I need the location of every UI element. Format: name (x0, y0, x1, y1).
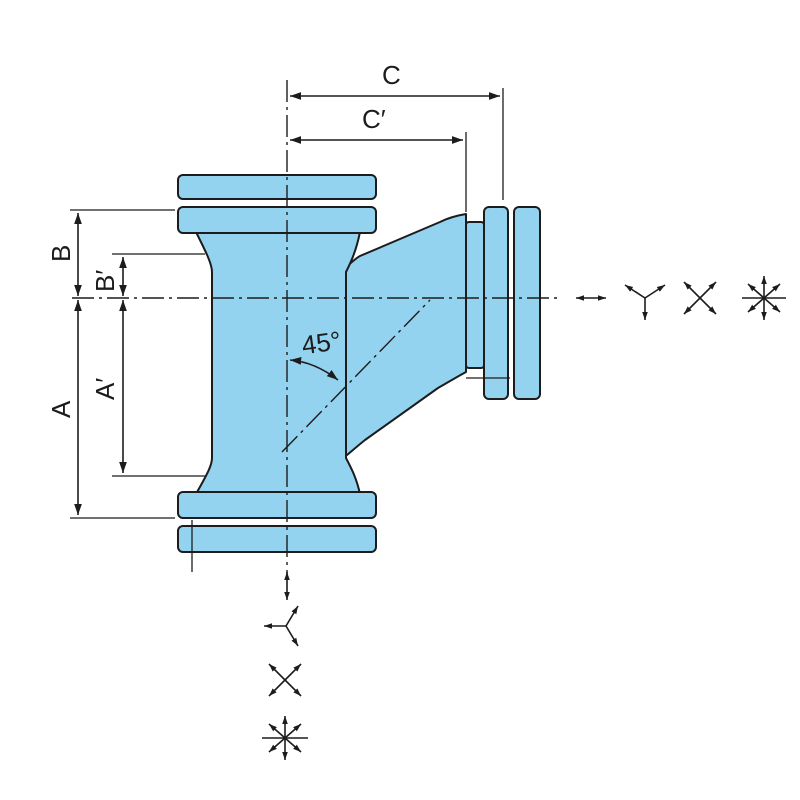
six-way-arrows-icon (262, 716, 308, 760)
top-flange-outer (177, 174, 377, 200)
label-c-prime: C′ (362, 104, 386, 134)
label-angle: 45° (300, 325, 343, 360)
branch-body (329, 213, 467, 469)
label-a-prime: A′ (90, 378, 120, 400)
three-way-arrows-icon (264, 605, 299, 647)
four-way-arrows-icon (268, 663, 302, 697)
label-b: B (46, 245, 76, 262)
left-extension-lines (70, 209, 205, 519)
label-c: C (382, 60, 401, 90)
dimension-c-prime: C′ (290, 104, 467, 212)
label-a: A (46, 400, 76, 418)
bottom-flange-inner (177, 491, 377, 519)
right-direction-icons (576, 276, 786, 320)
main-run-body (195, 231, 361, 495)
dimension-c: C (290, 60, 504, 200)
dimension-a: A (46, 300, 82, 515)
four-way-arrows-icon (683, 281, 717, 315)
angle-dimension: 45° (289, 325, 343, 381)
dimension-b: B (46, 213, 82, 296)
branch-flange-neck (465, 221, 485, 369)
dimension-a-prime: A′ (90, 300, 127, 473)
bottom-direction-icons (262, 572, 308, 760)
label-b-prime: B′ (90, 270, 120, 292)
fitting-body (177, 174, 541, 553)
branch-flange-outer (513, 206, 541, 400)
three-way-arrows-icon (624, 284, 666, 320)
six-way-arrows-icon (742, 276, 786, 320)
top-flange-inner (177, 206, 377, 234)
center-lines (72, 80, 560, 575)
branch-flange-inner (483, 206, 509, 400)
bottom-flange-outer (177, 525, 377, 553)
dimension-b-prime: B′ (90, 257, 127, 296)
